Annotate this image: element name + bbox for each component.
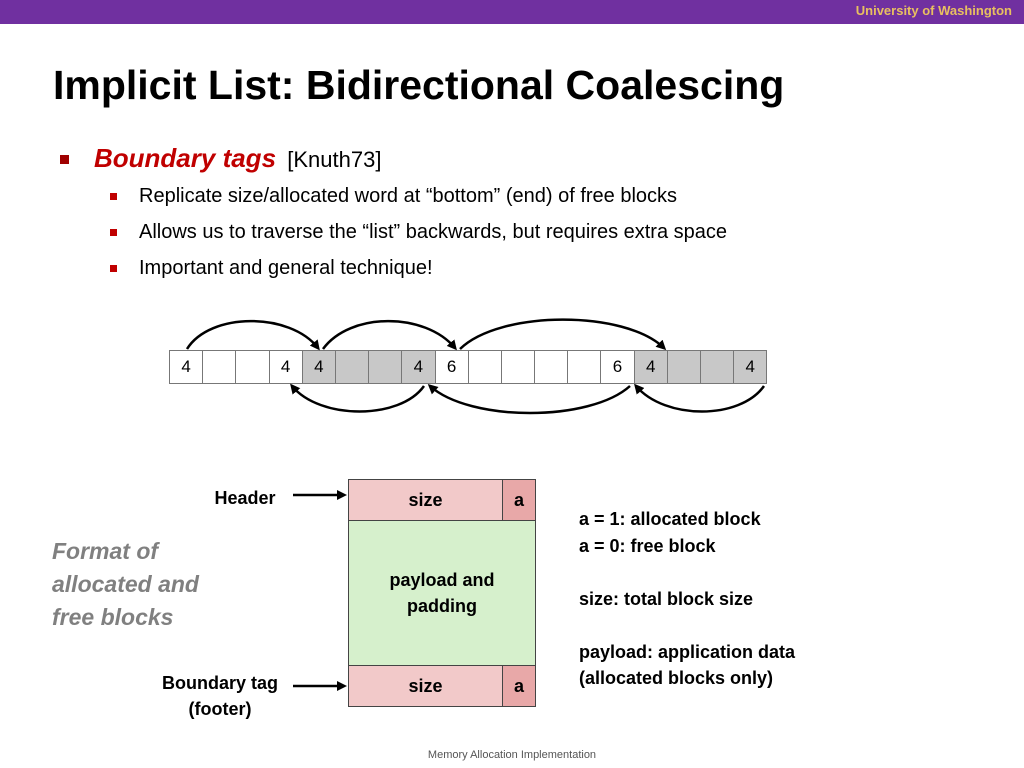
organization-label: University of Washington: [855, 3, 1012, 18]
backward-arrow: [290, 383, 426, 413]
heap-word-cell: [567, 350, 602, 384]
legend: a = 1: allocated block a = 0: free block…: [579, 509, 796, 688]
heap-word-cell: [235, 350, 270, 384]
heap-word-cell: 6: [434, 350, 469, 384]
header-word: size a: [348, 479, 536, 521]
heap-word-cell: [534, 350, 569, 384]
backward-arrow: [427, 383, 631, 415]
heap-word-cell: [368, 350, 403, 384]
heap-word-cell: [666, 350, 701, 384]
heap-word-cell: 4: [401, 350, 436, 384]
header-label: Header: [214, 488, 276, 508]
bullet-square-icon: [110, 265, 117, 272]
forward-arrow: [321, 320, 457, 351]
footer-word: size a: [348, 665, 536, 707]
heap-word-cell: [467, 350, 502, 384]
heap-word-cell: [700, 350, 735, 384]
heap-word-cell: 4: [301, 350, 336, 384]
heap-word-cell: [500, 350, 536, 384]
bullet-square-icon: [110, 193, 117, 200]
heap-word-cell: 6: [600, 350, 635, 384]
footer-label: Boundary tag (footer): [161, 673, 278, 719]
heap-word-cell: 4: [268, 350, 303, 384]
footer-alloc-bit: a: [503, 666, 535, 706]
bullet-emphasis: Boundary tags: [94, 143, 277, 173]
heap-word-cell: [202, 350, 237, 384]
slide-title: Implicit List: Bidirectional Coalescing: [53, 62, 785, 108]
heap-word-cell: [334, 350, 370, 384]
heap-word-cell: 4: [169, 350, 204, 384]
payload-region: payload and padding: [348, 520, 536, 666]
bullet-square-icon: [60, 155, 69, 164]
heap-word-cell: 4: [633, 350, 668, 384]
footer-size-field: size: [349, 666, 503, 706]
bullet-square-icon: [110, 229, 117, 236]
forward-arrow: [185, 319, 320, 351]
format-label: Format of allocated and free blocks: [52, 538, 199, 630]
header-alloc-bit: a: [503, 480, 535, 520]
forward-arrow: [459, 318, 667, 351]
bullet-citation: [Knuth73]: [287, 147, 382, 172]
slide-footer: Memory Allocation Implementation: [427, 749, 597, 761]
backward-arrow: [634, 383, 766, 413]
heap-word-cell: 4: [733, 350, 768, 384]
top-bar: University of Washington: [0, 0, 1024, 24]
header-size-field: size: [349, 480, 503, 520]
